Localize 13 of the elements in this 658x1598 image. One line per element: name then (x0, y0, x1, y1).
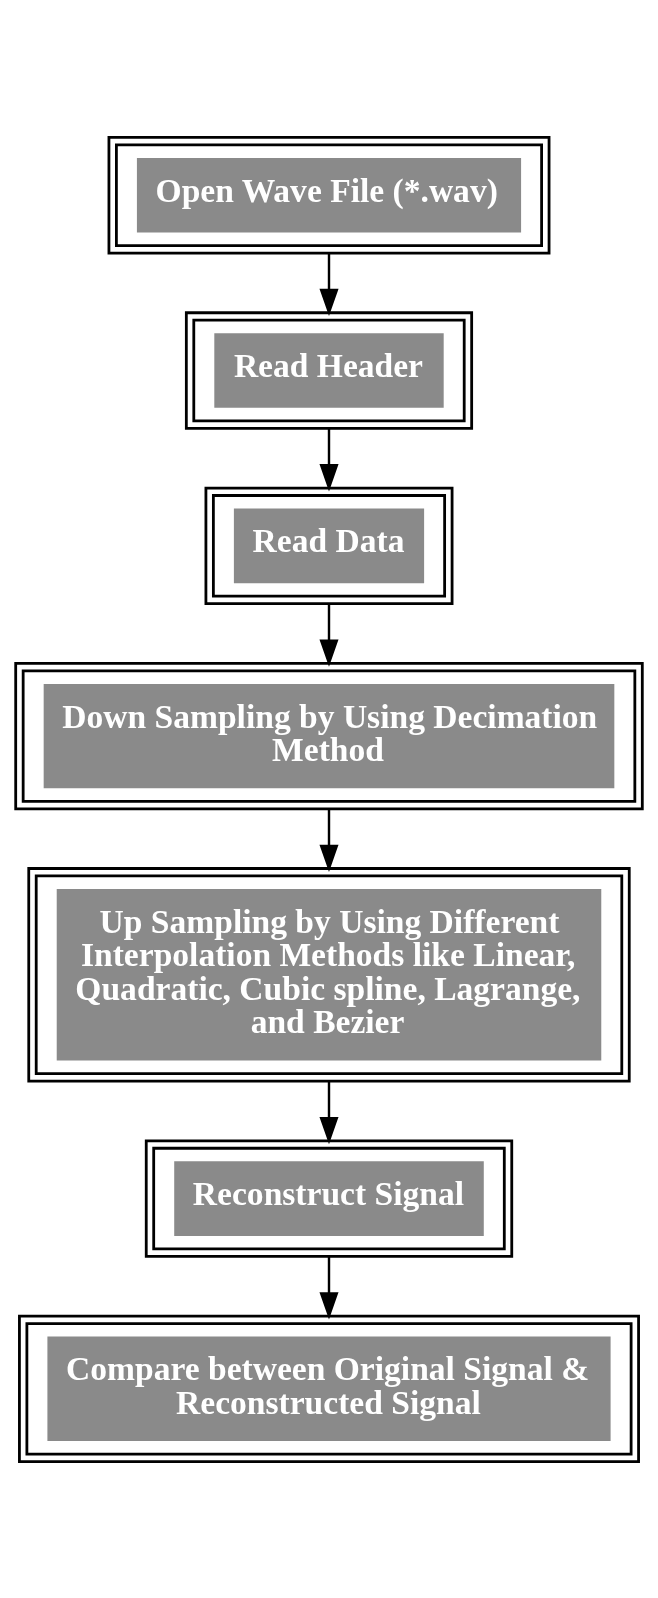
node-box: Reconstruct Signal (144, 1138, 514, 1258)
arrow (319, 808, 339, 872)
arrow (319, 603, 339, 667)
node-box: Open Wave File (*.wav) (107, 135, 551, 254)
arrow (319, 1255, 339, 1319)
node-box: Compare between Original Signal & Reconstructed Signal (18, 1314, 640, 1463)
arrow (319, 428, 339, 491)
arrow (319, 1081, 339, 1144)
node-box: Up Sampling by Using Different Interpolation Methods like Linear, Quadratic, Cubic spline, Lagrange, and Bezier (27, 866, 631, 1082)
node-box: Down Sampling by Using Decimation Method (14, 661, 644, 810)
node-box: Read Header (184, 310, 474, 430)
node-box: Read Data (204, 486, 454, 605)
arrow (319, 252, 339, 316)
